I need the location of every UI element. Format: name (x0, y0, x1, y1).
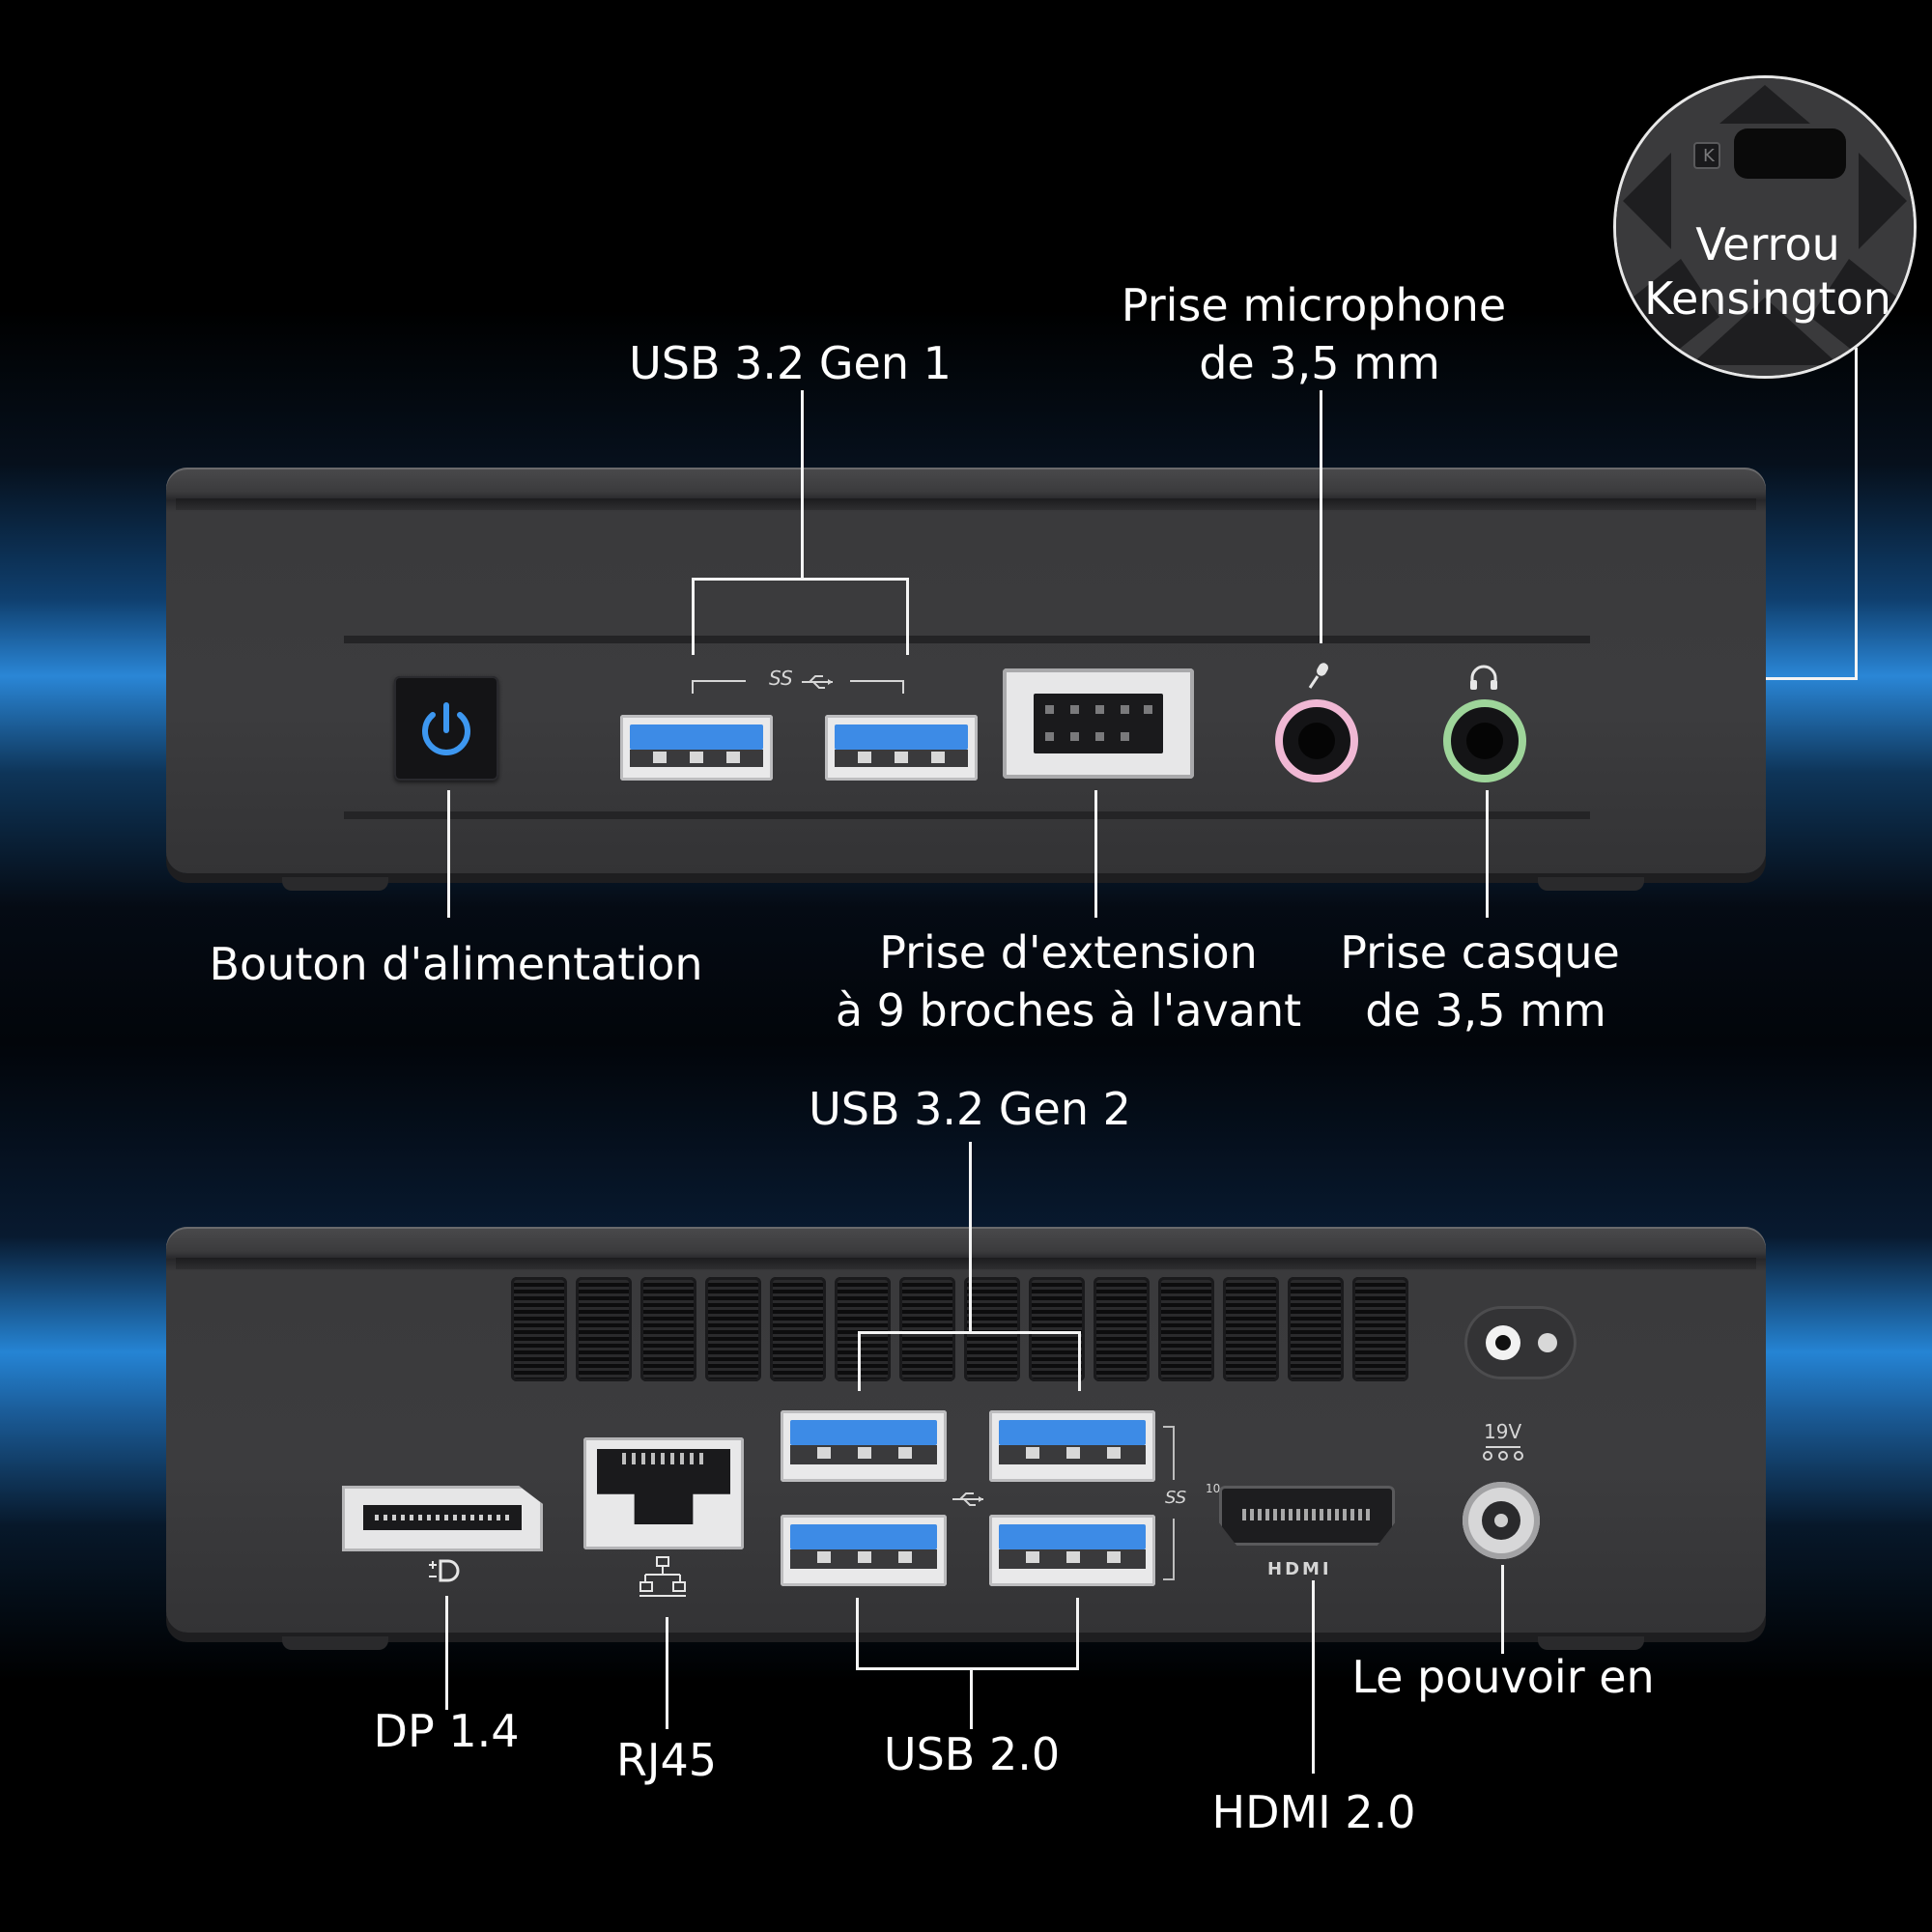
superspeed-mark: SS (692, 667, 904, 694)
vent-14 (1352, 1277, 1408, 1381)
vent-8 (964, 1277, 1020, 1381)
vent-5 (770, 1277, 826, 1381)
leader-usb20-left (856, 1598, 859, 1669)
leader-headphone (1486, 790, 1489, 918)
leader-usb-gen2-right (1078, 1331, 1081, 1391)
superspeed-10-mark: SS 10 (1163, 1426, 1240, 1580)
superspeed-10-text: SS (1165, 1488, 1187, 1508)
leader-mic (1320, 390, 1322, 643)
top-lip-rear (176, 1258, 1756, 1269)
label-kensington-line1: Verrou (1695, 218, 1840, 270)
superspeed-text: SS (769, 667, 793, 690)
foot-right-rear (1538, 1636, 1644, 1650)
label-power-in: Le pouvoir en (1351, 1651, 1655, 1703)
dc-polarity-icon (1483, 1446, 1523, 1461)
label-dp: DP 1.4 (373, 1705, 520, 1757)
kensington-lock-icon: K (1703, 146, 1715, 166)
label-rj45: RJ45 (615, 1734, 718, 1786)
label-headphone-line1: Prise casque (1340, 926, 1620, 979)
usb-a-port-front-2[interactable] (825, 715, 978, 781)
displayport-icon (429, 1559, 460, 1582)
foot-left (282, 877, 388, 891)
microphone-icon (1308, 663, 1328, 689)
rear-panel: SS 10 HDMI 19V (166, 1227, 1766, 1650)
label-usb20: USB 2.0 (883, 1728, 1061, 1780)
label-usb32-gen1: USB 3.2 Gen 1 (629, 337, 952, 389)
leader-kensington-vertical (1855, 348, 1858, 680)
label-headphone-line2: de 3,5 mm (1365, 984, 1606, 1037)
kensington-zoom: K Verrou Kensington (1613, 75, 1917, 379)
label-expansion-line2: à 9 broches à l'avant (835, 984, 1302, 1037)
network-icon (639, 1556, 686, 1597)
vent-7 (899, 1277, 955, 1381)
front-panel: SS (166, 468, 1766, 891)
headphone-jack[interactable] (1443, 699, 1526, 782)
leader-usb-gen1-right (906, 578, 909, 655)
hdmi-port[interactable] (1219, 1486, 1395, 1546)
rj45-port[interactable] (583, 1437, 744, 1549)
vent-3 (640, 1277, 696, 1381)
leader-usb-gen2-left (858, 1331, 861, 1391)
displayport-port[interactable] (342, 1486, 543, 1551)
vent-2 (576, 1277, 632, 1381)
vent-1 (511, 1277, 567, 1381)
upper-groove (344, 636, 1590, 643)
voltage-mark: 19V (1484, 1420, 1522, 1443)
vent-9 (1029, 1277, 1085, 1381)
leader-power-in (1501, 1565, 1504, 1654)
vent-6 (835, 1277, 891, 1381)
leader-usb20-stem (970, 1667, 973, 1729)
label-expansion-line1: Prise d'extension (879, 926, 1258, 979)
power-button[interactable] (394, 676, 498, 781)
label-hdmi: HDMI 2.0 (1211, 1786, 1416, 1838)
label-kensington-line2: Kensington (1644, 272, 1891, 325)
vent-13 (1288, 1277, 1344, 1381)
usb-a-port-gen2-2[interactable] (989, 1410, 1155, 1482)
leader-usb-gen1-stem (801, 390, 804, 580)
leader-usb-gen1-bar (692, 578, 908, 581)
vent-10 (1094, 1277, 1150, 1381)
lower-groove (344, 811, 1590, 819)
superspeed-10-number: 10 (1206, 1482, 1221, 1495)
leader-rj45 (666, 1617, 668, 1729)
usb-a-port-gen2-1[interactable] (781, 1410, 947, 1482)
top-lip (176, 498, 1756, 510)
usb-trident-icon (802, 675, 833, 689)
dc-power-jack[interactable] (1463, 1482, 1540, 1559)
leader-power (447, 790, 450, 918)
vent-4 (705, 1277, 761, 1381)
kensington-pattern (1616, 78, 1914, 376)
hdmi-logo: HDMI (1267, 1559, 1332, 1579)
vent-12 (1223, 1277, 1279, 1381)
label-mic-jack-line1: Prise microphone (1121, 279, 1507, 331)
usb-a-port-usb2-1[interactable] (781, 1515, 947, 1586)
headphone-icon (1470, 665, 1497, 690)
power-icon (422, 702, 470, 755)
leader-usb-gen1-left (692, 578, 695, 655)
label-usb32-gen2: USB 3.2 Gen 2 (809, 1083, 1131, 1135)
leader-usb-gen2-stem (969, 1142, 972, 1333)
label-mic-jack-line2: de 3,5 mm (1199, 337, 1440, 389)
vent-11 (1158, 1277, 1214, 1381)
foot-right (1538, 877, 1644, 891)
leader-dp (445, 1596, 448, 1710)
leader-usb-gen2-bar (858, 1331, 1080, 1334)
leader-expansion (1094, 790, 1097, 918)
expansion-header[interactable] (1003, 668, 1194, 779)
kensington-slot[interactable] (1464, 1306, 1577, 1379)
foot-left-rear (282, 1636, 388, 1650)
leader-kensington-horizontal (1766, 677, 1858, 680)
leader-usb20-bar (856, 1667, 1079, 1670)
usb-a-port-front-1[interactable] (620, 715, 773, 781)
label-power-button: Bouton d'alimentation (209, 938, 703, 990)
leader-hdmi (1312, 1580, 1315, 1774)
usb-trident-icon-rear (952, 1492, 983, 1506)
microphone-jack[interactable] (1275, 699, 1358, 782)
leader-usb20-right (1076, 1598, 1079, 1669)
usb-a-port-usb2-2[interactable] (989, 1515, 1155, 1586)
